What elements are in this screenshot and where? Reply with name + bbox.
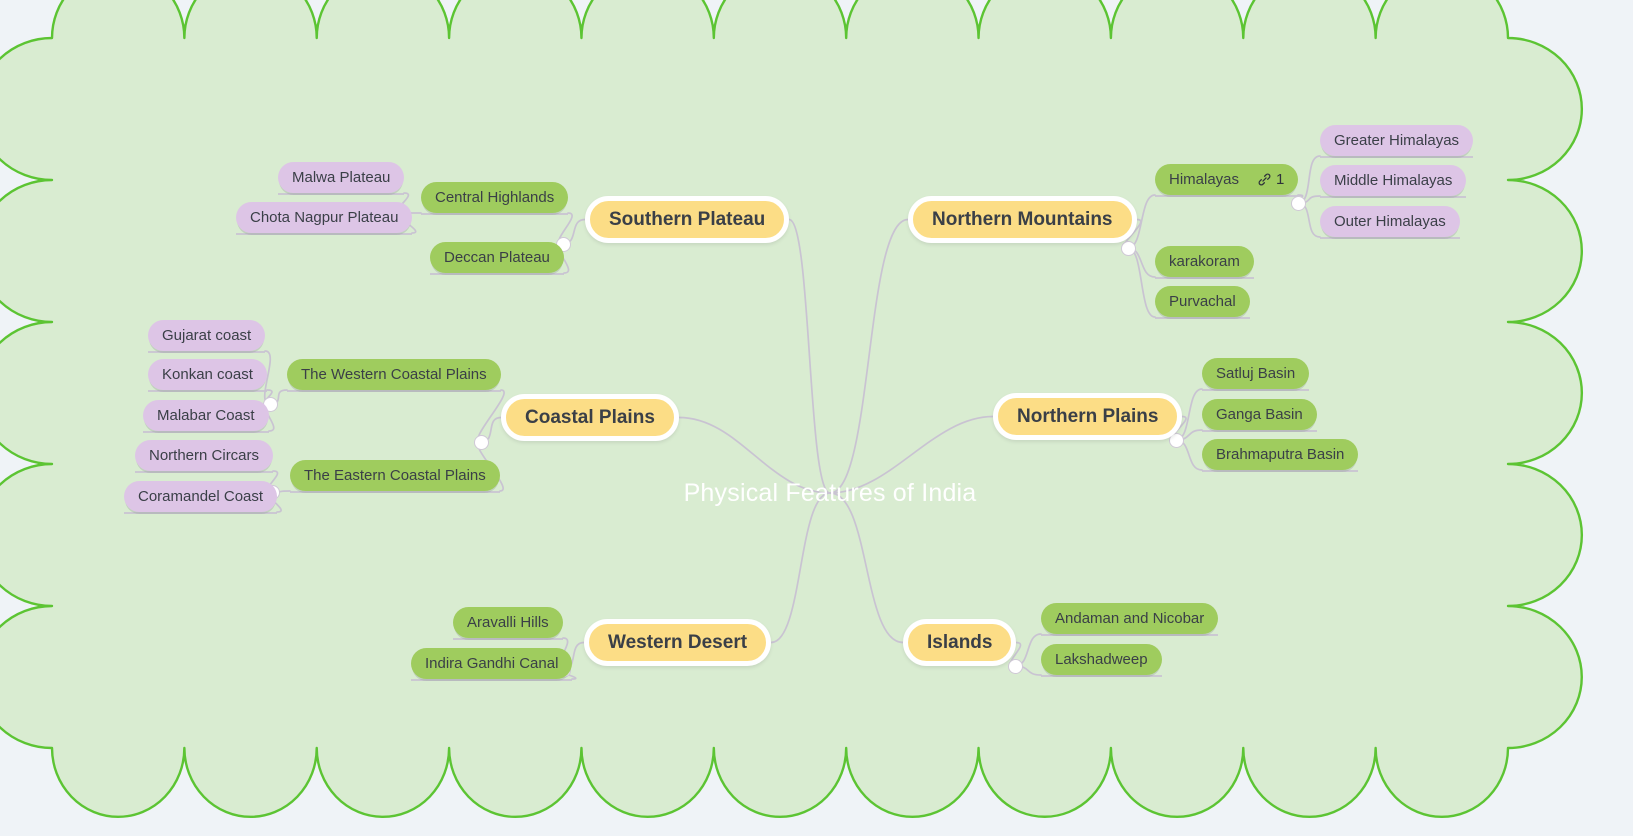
node-label: Southern Plateau bbox=[609, 208, 766, 230]
collapse-handle-islands[interactable] bbox=[1007, 658, 1023, 674]
node-label: Indira Gandhi Canal bbox=[425, 655, 559, 672]
node-label: Purvachal bbox=[1169, 293, 1236, 310]
node-label: Konkan coast bbox=[162, 366, 253, 383]
link-icon bbox=[1258, 173, 1271, 186]
node-middle-himalayas[interactable]: Middle Himalayas bbox=[1320, 165, 1467, 196]
node-malabar-coast[interactable]: Malabar Coast bbox=[143, 400, 269, 431]
link-badge[interactable]: 1 bbox=[1257, 171, 1284, 188]
node-label: The Eastern Coastal Plains bbox=[304, 467, 486, 484]
node-label: Western Desert bbox=[608, 631, 748, 653]
node-label: Northern Mountains bbox=[932, 208, 1113, 230]
node-purvachal[interactable]: Purvachal bbox=[1155, 286, 1250, 317]
node-label: Islands bbox=[927, 631, 993, 653]
node-deccan-plateau[interactable]: Deccan Plateau bbox=[430, 242, 564, 273]
node-label: Central Highlands bbox=[435, 189, 555, 206]
node-himalayas[interactable]: Himalayas 1 bbox=[1155, 164, 1299, 195]
branch-node-northern-mountains[interactable]: Northern Mountains bbox=[908, 196, 1137, 243]
node-greater-himalayas[interactable]: Greater Himalayas bbox=[1320, 125, 1474, 156]
node-karakoram[interactable]: karakoram bbox=[1155, 246, 1254, 277]
node-andaman-and-nicobar[interactable]: Andaman and Nicobar bbox=[1041, 603, 1219, 634]
node-label: Deccan Plateau bbox=[444, 249, 550, 266]
node-label: Lakshadweep bbox=[1055, 651, 1148, 668]
collapse-handle-himalayas[interactable] bbox=[1290, 195, 1306, 211]
node-brahmaputra-basin[interactable]: Brahmaputra Basin bbox=[1202, 439, 1359, 470]
node-label: The Western Coastal Plains bbox=[301, 366, 487, 383]
collapse-handle-northern-mountains[interactable] bbox=[1120, 240, 1136, 256]
node-label: Malwa Plateau bbox=[292, 169, 391, 186]
node-coramandel-coast[interactable]: Coramandel Coast bbox=[124, 481, 278, 512]
node-label: Chota Nagpur Plateau bbox=[250, 209, 399, 226]
collapse-handle-coastal-plains[interactable] bbox=[473, 434, 489, 450]
node-lakshadweep[interactable]: Lakshadweep bbox=[1041, 644, 1162, 675]
node-ganga-basin[interactable]: Ganga Basin bbox=[1202, 399, 1317, 430]
branch-node-islands[interactable]: Islands bbox=[903, 619, 1017, 666]
branch-node-western-desert[interactable]: Western Desert bbox=[584, 619, 772, 666]
node-label: Satluj Basin bbox=[1216, 365, 1296, 382]
node-label: Gujarat coast bbox=[162, 327, 252, 344]
node-indira-gandhi-canal[interactable]: Indira Gandhi Canal bbox=[411, 648, 573, 679]
node-label: Northern Circars bbox=[149, 447, 260, 464]
branch-node-northern-plains[interactable]: Northern Plains bbox=[993, 393, 1183, 440]
node-label: Brahmaputra Basin bbox=[1216, 446, 1345, 463]
node-label: Coramandel Coast bbox=[138, 488, 264, 505]
node-gujarat-coast[interactable]: Gujarat coast bbox=[148, 320, 266, 351]
branch-node-coastal-plains[interactable]: Coastal Plains bbox=[501, 394, 679, 441]
node-the-eastern-coastal-plains[interactable]: The Eastern Coastal Plains bbox=[290, 460, 500, 491]
node-label: karakoram bbox=[1169, 253, 1240, 270]
node-northern-circars[interactable]: Northern Circars bbox=[135, 440, 274, 471]
node-label: Himalayas bbox=[1169, 171, 1240, 188]
node-konkan-coast[interactable]: Konkan coast bbox=[148, 359, 267, 390]
node-outer-himalayas[interactable]: Outer Himalayas bbox=[1320, 206, 1460, 237]
collapse-handle-northern-plains[interactable] bbox=[1168, 432, 1184, 448]
node-label: Greater Himalayas bbox=[1334, 132, 1460, 149]
node-central-highlands[interactable]: Central Highlands bbox=[421, 182, 569, 213]
node-label: Aravalli Hills bbox=[467, 614, 549, 631]
link-count: 1 bbox=[1276, 171, 1285, 188]
node-label: Coastal Plains bbox=[525, 406, 655, 428]
node-label: Northern Plains bbox=[1017, 405, 1159, 427]
node-label: Outer Himalayas bbox=[1334, 213, 1446, 230]
branch-node-southern-plateau[interactable]: Southern Plateau bbox=[585, 196, 790, 243]
node-the-western-coastal-plains[interactable]: The Western Coastal Plains bbox=[287, 359, 501, 390]
node-label: Malabar Coast bbox=[157, 407, 255, 424]
root-title[interactable]: Physical Features of India bbox=[683, 478, 977, 507]
node-label: Middle Himalayas bbox=[1334, 172, 1453, 189]
node-label: Andaman and Nicobar bbox=[1055, 610, 1205, 627]
node-chota-nagpur-plateau[interactable]: Chota Nagpur Plateau bbox=[236, 202, 413, 233]
node-malwa-plateau[interactable]: Malwa Plateau bbox=[278, 162, 405, 193]
node-aravalli-hills[interactable]: Aravalli Hills bbox=[453, 607, 563, 638]
node-label: Ganga Basin bbox=[1216, 406, 1303, 423]
node-satluj-basin[interactable]: Satluj Basin bbox=[1202, 358, 1310, 389]
